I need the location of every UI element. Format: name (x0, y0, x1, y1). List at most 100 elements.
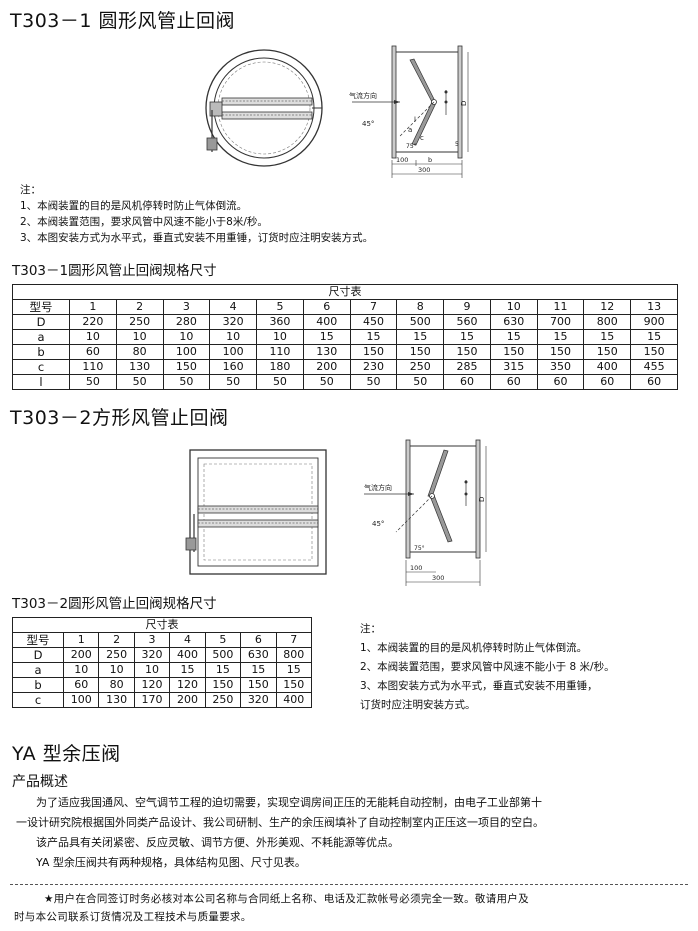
table-caption: 尺寸表 (12, 617, 312, 633)
spec-table-1: 尺寸表 型号 1 2 3 4 5 6 7 8 9 10 11 12 13 D 2… (12, 284, 678, 390)
table-cell: 160 (209, 359, 258, 375)
table-cell: 200 (62, 647, 100, 663)
table-cell: 250 (115, 314, 164, 330)
table-col-header: 2 (115, 299, 164, 315)
table-cell: 150 (240, 677, 277, 693)
table-col-header: 10 (489, 299, 538, 315)
table-cell: 280 (162, 314, 211, 330)
table-row: c 110 130 150 160 180 200 230 250 285 31… (12, 359, 678, 375)
table-cell: 10 (69, 329, 117, 345)
table-cell: 560 (443, 314, 491, 330)
table-cell: 500 (204, 647, 242, 663)
table-cell: 10 (256, 329, 304, 345)
table-cell: 15 (489, 329, 538, 345)
row-label: D (12, 314, 70, 330)
table-cell: 130 (302, 344, 351, 360)
table-cell: 150 (349, 344, 398, 360)
note-item: 3、本图安装方式为水平式，垂直式安装不用重锤， (360, 680, 598, 692)
table-cell: 100 (209, 344, 258, 360)
table-cell: 800 (275, 647, 313, 663)
table-cell: 50 (162, 374, 211, 390)
table-col-header: 1 (69, 299, 117, 315)
spec-table-2: 尺寸表 型号 1 2 3 4 5 6 7 D 200 250 320 400 5… (12, 617, 313, 708)
footer-divider (10, 884, 688, 885)
table-cell: 220 (69, 314, 117, 330)
table-row: c 100 130 170 200 250 320 400 (12, 692, 313, 708)
table-cell: 400 (583, 359, 632, 375)
note-item: 订货时应注明安装方式。 (360, 699, 476, 711)
table-cell: 50 (69, 374, 117, 390)
table-cell: 320 (240, 692, 277, 708)
table-col-header: 1 (62, 632, 100, 648)
table-cell: 50 (256, 374, 304, 390)
table-cell: 60 (69, 344, 117, 360)
note-item: 3、本图安装方式为水平式，垂直式安装不用重锤，订货时应注明安装方式。 (20, 232, 374, 244)
footer-notice: ★用户在合同签订时务必核对本公司名称与合同纸上名称、电话及汇款帐号必须完全一致。… (14, 890, 529, 926)
note-item: 2、本阀装置范围，要求风管中风速不能小于8米/秒。 (20, 216, 268, 228)
table-cell: 285 (443, 359, 491, 375)
table-cell: 15 (396, 329, 445, 345)
airflow-label: 气流方向 (364, 483, 392, 492)
dim-100-label: 100 (396, 156, 408, 164)
table-cell: 120 (169, 677, 206, 693)
dim-5-label: 5 (455, 141, 459, 148)
table-cell: 400 (275, 692, 313, 708)
table-cell: 500 (396, 314, 445, 330)
table-header-row: 型号 1 2 3 4 5 6 7 8 9 10 11 12 13 (12, 299, 678, 315)
table-cell: 60 (630, 374, 678, 390)
table-cell: 400 (302, 314, 351, 330)
table-cell: 150 (630, 344, 678, 360)
dim-a-label: a (408, 126, 412, 134)
paragraph-line: YA 型余压阀共有两种规格，具体结构见图、尺寸见表。 (36, 856, 306, 869)
table-cell: 15 (630, 329, 678, 345)
table-caption: 尺寸表 (12, 284, 678, 300)
table-cell: 250 (396, 359, 445, 375)
note-item: 2、本阀装置范围，要求风管中风速不能小于 8 米/秒。 (360, 661, 615, 673)
table-cell: 60 (443, 374, 491, 390)
table-corner: 型号 (12, 632, 64, 648)
table-row: D 220 250 280 320 360 400 450 500 560 63… (12, 314, 678, 330)
table-cell: 60 (489, 374, 538, 390)
dim-300-label: 300 (432, 574, 444, 582)
table-cell: 80 (115, 344, 164, 360)
table-col-header: 4 (169, 632, 206, 648)
table-cell: 50 (396, 374, 445, 390)
section2-notes: 注： 1、本阀装置的目的是风机停转时防止气体倒流。 2、本阀装置范围，要求风管中… (360, 620, 615, 715)
table-cell: 130 (115, 359, 164, 375)
table-cell: 110 (256, 344, 304, 360)
table-cell: 15 (302, 329, 351, 345)
table-cell: 170 (133, 692, 171, 708)
table-cell: 360 (256, 314, 304, 330)
square-valve-section-view: 气流方向 45° 75° D 100 300 (364, 439, 487, 586)
row-label: b (12, 344, 70, 360)
table-cell: 10 (133, 662, 171, 678)
section1-notes: 注： 1、本阀装置的目的是风机停转时防止气体倒流。 2、本阀装置范围，要求风管中… (20, 182, 373, 246)
table-cell: 15 (204, 662, 242, 678)
table-row: b 60 80 120 120 150 150 150 (12, 677, 313, 693)
dim-c-label: c (420, 134, 424, 142)
table-corner: 型号 (12, 299, 70, 315)
paragraph-line: 为了适应我国通风、空气调节工程的迫切需要，实现空调房间正压的无能耗自动控制，由电… (36, 796, 542, 809)
table-cell: 15 (583, 329, 632, 345)
table-cell: 15 (240, 662, 277, 678)
table-cell: 150 (396, 344, 445, 360)
table-row: b 60 80 100 100 110 130 150 150 150 150 … (12, 344, 678, 360)
table-cell: 80 (98, 677, 135, 693)
table-cell: 150 (204, 677, 242, 693)
footer-line: ★用户在合同签订时务必核对本公司名称与合同纸上名称、电话及汇款帐号必须完全一致。… (44, 893, 529, 905)
table-cell: 15 (349, 329, 398, 345)
table-col-header: 5 (204, 632, 242, 648)
section3-subtitle: 产品概述 (12, 774, 68, 790)
table-cell: 50 (115, 374, 164, 390)
table2-title: T303－2圆形风管止回阀规格尺寸 (12, 596, 217, 612)
table-cell: 250 (98, 647, 135, 663)
table-cell: 350 (536, 359, 585, 375)
table-cell: 150 (162, 359, 211, 375)
table-col-header: 7 (275, 632, 313, 648)
table-cell: 400 (169, 647, 206, 663)
table-col-header: 7 (349, 299, 398, 315)
section1-title: T303－1 圆形风管止回阀 (10, 10, 235, 32)
dim-300-label: 300 (418, 166, 430, 174)
table-cell: 230 (349, 359, 398, 375)
table-cell: 320 (133, 647, 171, 663)
